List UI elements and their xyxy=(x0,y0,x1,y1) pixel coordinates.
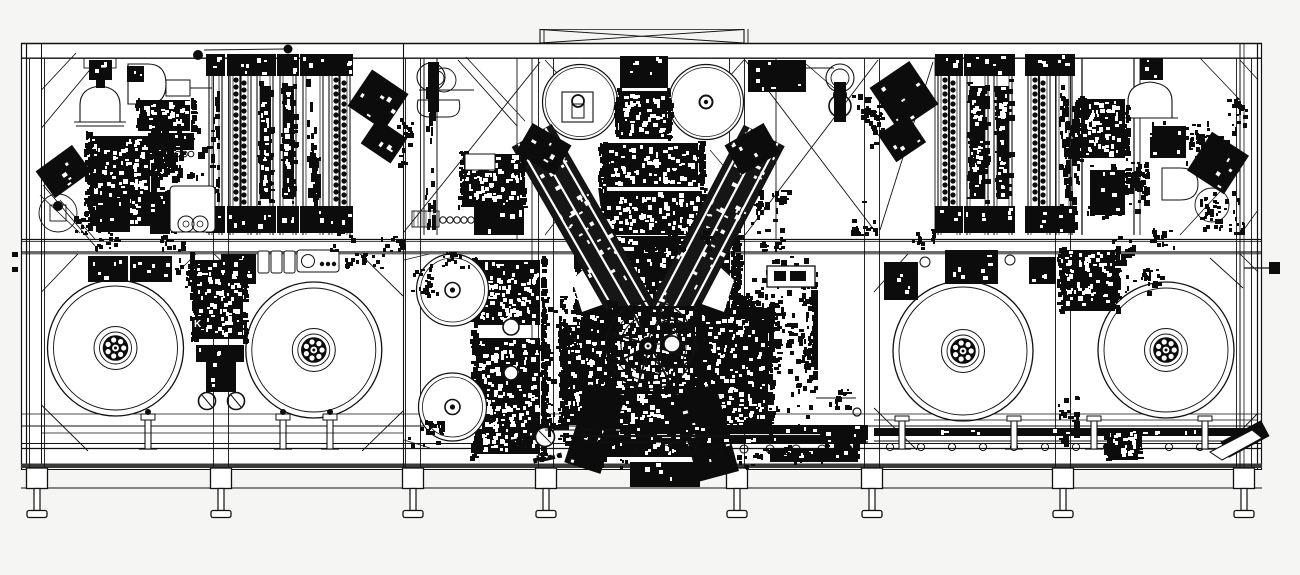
svg-text:K: K xyxy=(194,319,202,330)
